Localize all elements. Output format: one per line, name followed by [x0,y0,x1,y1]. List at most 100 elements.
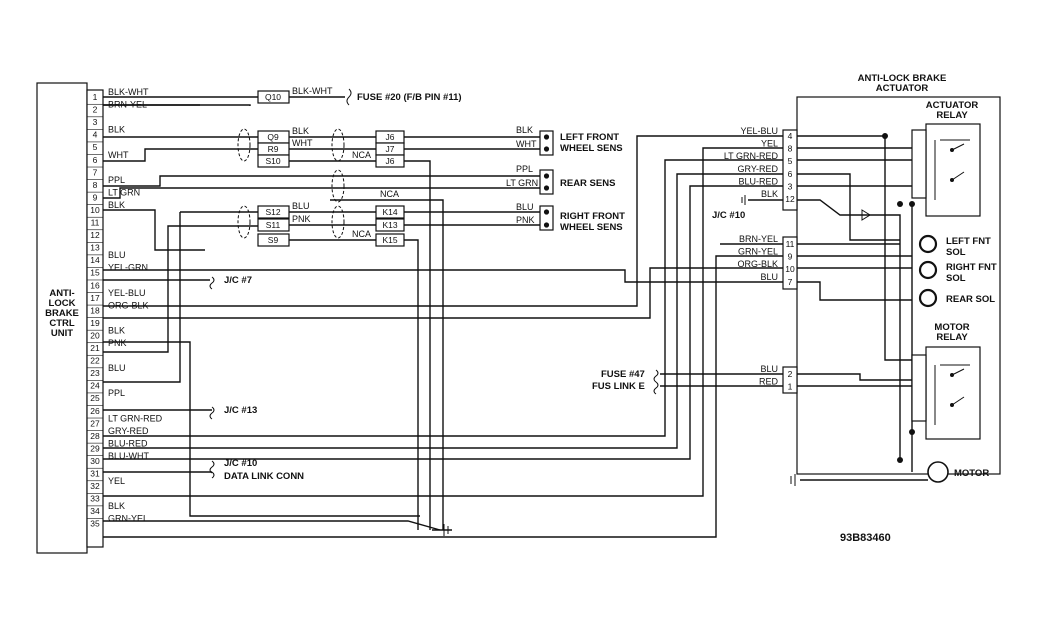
label-jc10: J/C #10 [224,458,257,469]
actuator-wire-label-pin-12: BLK [761,189,778,199]
actuator-relay-label-1: ACTUATOR [926,100,979,111]
actuator-wire-label-pin-4: YEL-BLU [740,126,778,136]
connector-q9: Q9 [267,132,279,142]
left-fnt-sol-label-2: SOL [946,247,966,258]
ecu-pin-29: 29 [90,443,100,453]
ecu-wire-label-pin-29: BLU-RED [108,438,148,448]
actuator-pin-9: 9 [788,252,793,262]
connector-r9: R9 [268,144,279,154]
ecu-wire-label-pin-34: BLK [108,501,125,511]
ecu-wire-label-pin-9: LT GRN [108,187,140,197]
ecu-wire-label-pin-17: YEL-BLU [108,288,146,298]
actuator-wire-label-pin-7: BLU [760,272,778,282]
ecu-pin-6: 6 [93,155,98,165]
actuator-wire-label-pin-11: BRN-YEL [739,234,778,244]
actuator-pin-4: 4 [788,131,793,141]
actuator-pin-7: 7 [788,277,793,287]
ecu-wire-label-pin-15: YEL-GRN [108,263,148,273]
ecu-pin-25: 25 [90,393,100,403]
label-lf-wht: WHT [292,138,313,148]
label-lf-blk: BLK [292,126,309,136]
actuator-title-2: ACTUATOR [876,83,929,94]
label-rf-sensor-pnk: PNK [516,215,535,225]
connector-k13: K13 [382,220,397,230]
wheel-sensors: LEFT FRONT WHEEL SENS REAR SENS RIGHT FR… [539,130,625,233]
ecu-pin-17: 17 [90,293,100,303]
ecu-label-1: ANTI- [49,288,74,299]
right-fnt-sol-label-2: SOL [946,273,966,284]
ecu-pin-26: 26 [90,406,100,416]
ecu-wire-label-pin-8: PPL [108,175,125,185]
ecu-pin-32: 32 [90,481,100,491]
actuator-pin-6: 6 [788,169,793,179]
ecu-label-2: LOCK [49,298,76,309]
label-nca-3: NCA [352,229,371,239]
ecu-pin-2: 2 [93,105,98,115]
abs-control-unit: ANTI- LOCK BRAKE CTRL UNIT 1234567891011… [36,82,104,554]
label-q10-wire: BLK-WHT [292,86,333,96]
wires [103,96,783,538]
left-front-sensor-label-1: LEFT FRONT [560,132,619,143]
ecu-wire-label-pin-1: BLK-WHT [108,87,149,97]
fuse47-label: FUSE #47 [601,369,645,380]
ecu-pin-13: 13 [90,243,100,253]
connector-j6-bottom: J6 [386,156,395,166]
ecu-pin-1: 1 [93,92,98,102]
actuator-wire-label-pin-2: BLU [760,364,778,374]
figure-id: 93B83460 [840,532,891,544]
ecu-wire-label-pin-30: BLU-WHT [108,451,149,461]
ecu-pin-33: 33 [90,494,100,504]
label-nca-2: NCA [380,189,399,199]
ecu-wire-label-pin-23: BLU [108,363,126,373]
ecu-wire-label-pin-28: GRY-RED [108,426,149,436]
ecu-pin-28: 28 [90,431,100,441]
motor-relay-label-2: RELAY [936,332,968,343]
left-fnt-sol-label-1: LEFT FNT [946,236,991,247]
label-fuse20: FUSE #20 (F/B PIN #11) [357,92,462,103]
actuator-jc10: J/C #10 [712,210,745,221]
actuator-pin-12: 12 [785,194,795,204]
ecu-pin-31: 31 [90,469,100,479]
motor-label: MOTOR [954,468,989,479]
right-fnt-sol-label-1: RIGHT FNT [946,262,997,273]
ecu-pin-14: 14 [90,255,100,265]
connector-q10: Q10 [265,92,281,102]
label-jc7: J/C #7 [224,275,252,286]
ecu-pin-27: 27 [90,418,100,428]
ecu-pin-7: 7 [93,167,98,177]
ecu-label-3: BRAKE [45,308,79,319]
ecu-pin-21: 21 [90,343,100,353]
label-jc13: J/C #13 [224,405,257,416]
actuator-pin-1: 1 [788,382,793,392]
ecu-label-5: UNIT [51,328,73,339]
ecu-label-4: CTRL [49,318,75,329]
label-rf-pnk: PNK [292,214,311,224]
label-lf-sensor-blk: BLK [516,125,533,135]
ecu-wire-label-pin-35: GRN-YEL [108,514,148,524]
motor-relay-label-1: MOTOR [934,322,969,333]
abs-actuator: ANTI-LOCK BRAKE ACTUATOR 4YEL-BLU8YEL5LT… [592,73,1001,486]
fus-link-label: FUS LINK E [592,381,645,392]
connector-s11: S11 [266,220,281,230]
ecu-wire-label-pin-14: BLU [108,250,126,260]
actuator-wire-label-pin-3: BLU-RED [738,176,778,186]
ecu-wire-label-pin-27: LT GRN-RED [108,413,163,423]
actuator-title-1: ANTI-LOCK BRAKE [858,73,947,84]
ecu-wire-label-pin-25: PPL [108,388,125,398]
ecu-wire-label-pin-4: BLK [108,125,125,135]
ecu-wire-label-pin-21: PNK [108,338,127,348]
ecu-pin-24: 24 [90,381,100,391]
actuator-pin-3: 3 [788,181,793,191]
ecu-pin-15: 15 [90,268,100,278]
ecu-pin-numbers: 1234567891011121314151617181920212223242… [87,92,103,529]
ecu-pin-34: 34 [90,506,100,516]
connector-j7: J7 [386,144,395,154]
label-rear-ltgrn: LT GRN [506,178,538,188]
label-rf-blu: BLU [292,201,310,211]
shield-symbols [237,128,345,239]
ecu-pin-30: 30 [90,456,100,466]
actuator-wire-label-pin-1: RED [759,377,779,387]
label-data-link-conn: DATA LINK CONN [224,471,304,482]
